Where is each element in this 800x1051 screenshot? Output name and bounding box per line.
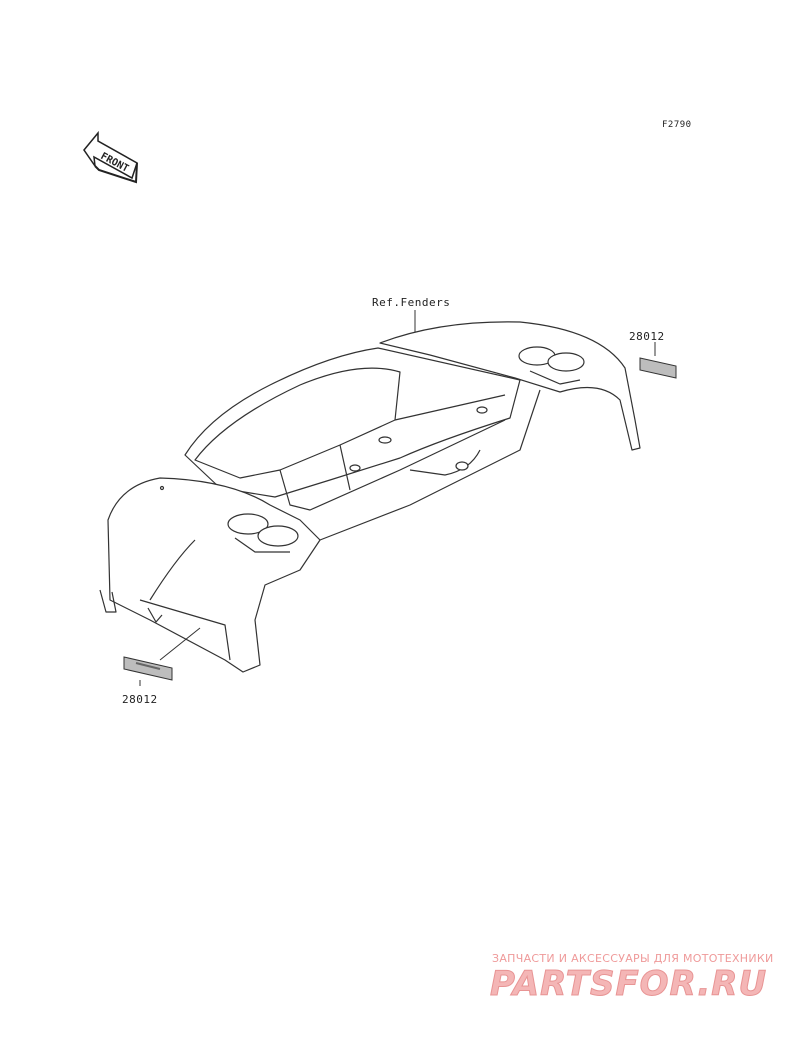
left-cup-holder [227,513,269,535]
front-arrow-icon: FRONT [83,130,138,184]
rear-fender-assembly [99,321,641,673]
reflector-left-part [123,656,173,681]
part-number-left[interactable]: 28012 [122,693,158,706]
watermark-logo-text: PARTSFOR.RU [490,964,767,1004]
reflector-right-part [639,357,677,379]
figure-code: F2790 [662,120,692,130]
ref-fenders-label: Ref.Fenders [372,296,451,309]
leader-lines [139,310,656,686]
left-fender-panel [107,477,321,673]
watermark-logo: PARTSFOR.RU [490,964,767,1005]
watermark-subtitle: ЗАПЧАСТИ И АКСЕССУАРЫ ДЛЯ МОТОТЕХНИКИ [492,952,774,965]
part-number-right[interactable]: 28012 [629,330,665,343]
